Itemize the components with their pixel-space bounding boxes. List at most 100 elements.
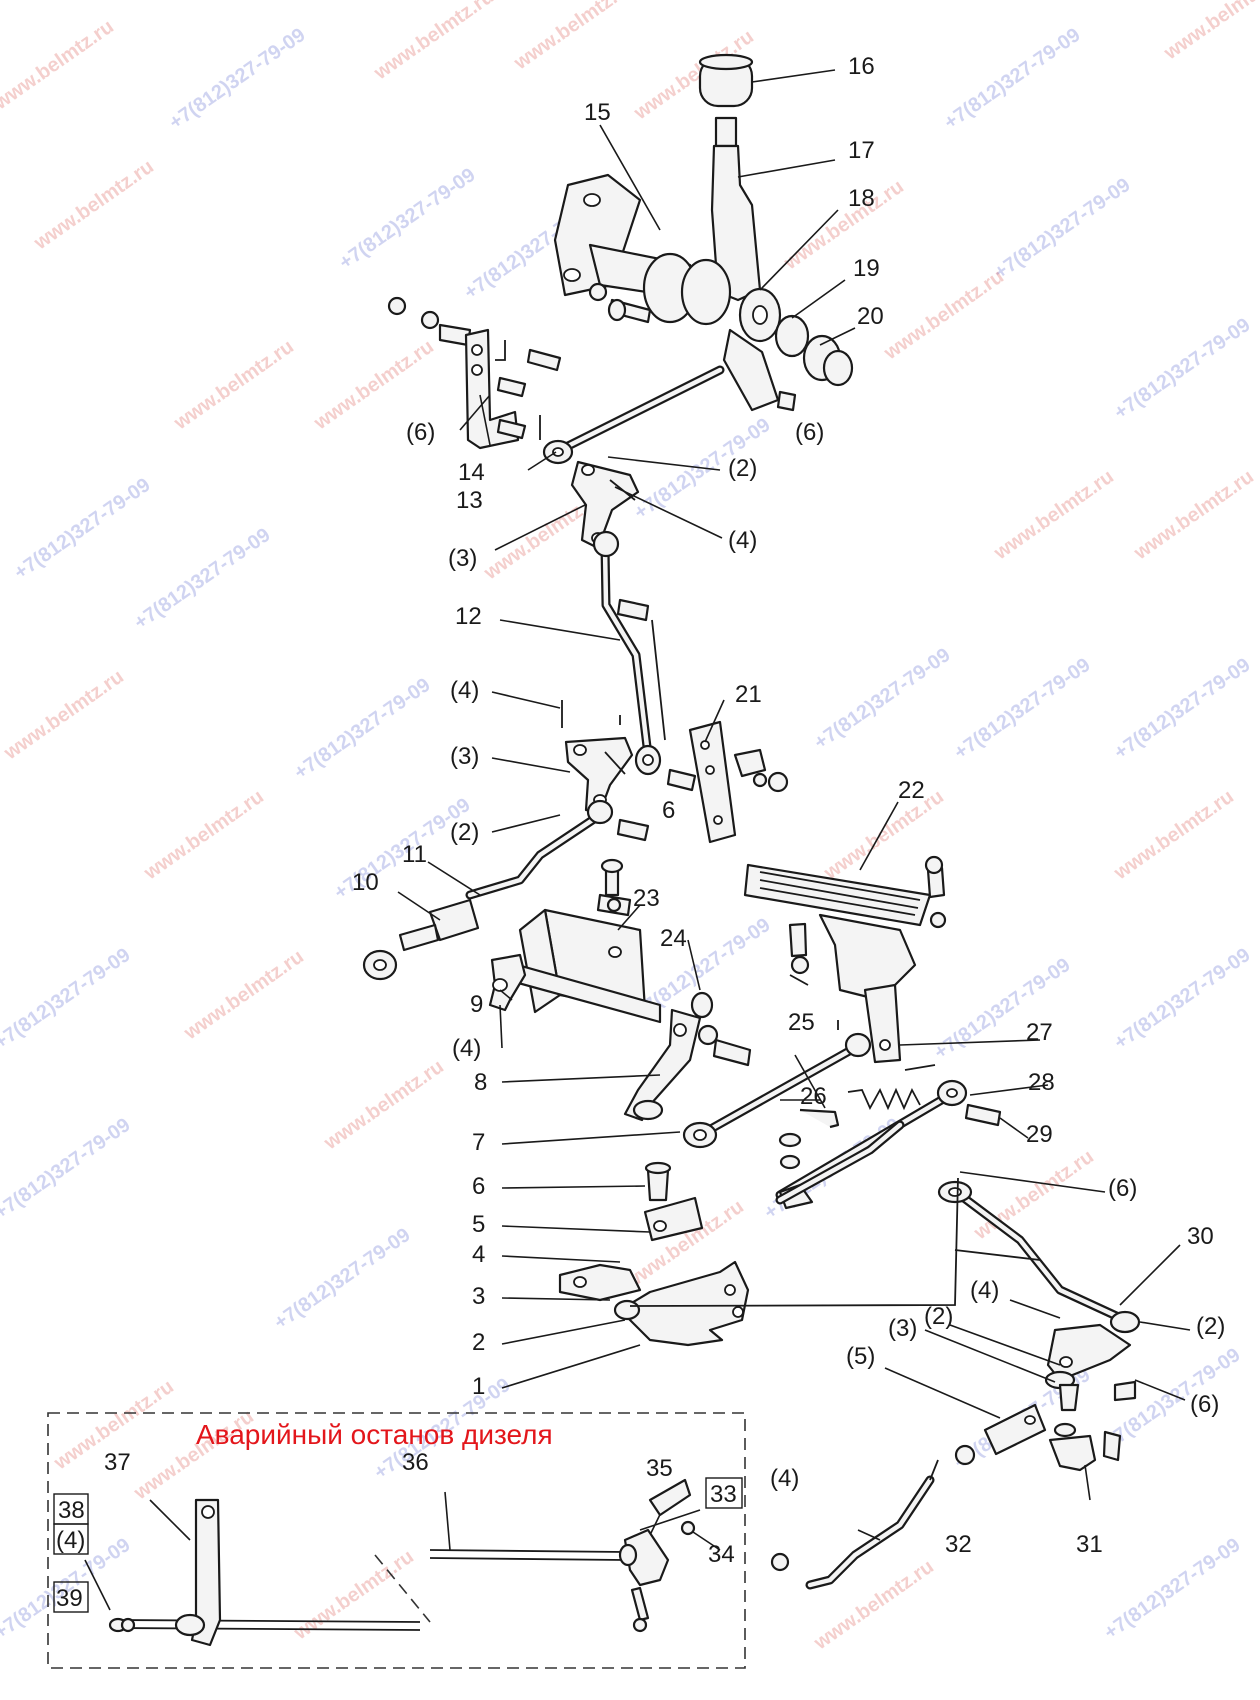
watermark-site: www.belmtz.ru — [0, 666, 128, 765]
callout-label: 35 — [646, 1455, 673, 1482]
shaft-lever — [488, 953, 527, 1012]
callout-label: (2) — [924, 1303, 953, 1330]
callout-label: 9 — [470, 991, 483, 1018]
watermark-site: www.belmtz.ru — [1109, 786, 1237, 885]
watermark-site: www.belmtz.ru — [1129, 466, 1257, 565]
watermark-phone: +7(812)327-79-09 — [940, 24, 1084, 134]
callout-label: 24 — [660, 925, 687, 952]
callout-label: 19 — [853, 255, 880, 282]
watermark-phone: +7(812)327-79-09 — [1110, 944, 1254, 1054]
callout-label: 32 — [945, 1531, 972, 1558]
watermark-phone: +7(812)327-79-09 — [1100, 1534, 1244, 1644]
watermark-phone: +7(812)327-79-09 — [1110, 314, 1254, 424]
lower-link-rod — [465, 799, 614, 900]
callout-label: 18 — [848, 185, 875, 212]
callout-label: (6) — [1190, 1391, 1219, 1418]
callout-label: 8 — [474, 1069, 487, 1096]
watermark-site: www.belmtz.ru — [809, 1556, 937, 1655]
callout-label: 1 — [472, 1373, 485, 1400]
callout-label: 14 — [458, 459, 485, 486]
callout-label: (4) — [56, 1527, 85, 1554]
callout-label: 6 — [472, 1173, 485, 1200]
callout-label: 27 — [1026, 1019, 1053, 1046]
callout-label: (4) — [970, 1277, 999, 1304]
callout-label: 12 — [455, 603, 482, 630]
callout-label: 22 — [898, 777, 925, 804]
callout-label: 28 — [1028, 1069, 1055, 1096]
watermark-phone: +7(812)327-79-09 — [130, 524, 274, 634]
callout-label: 20 — [857, 303, 884, 330]
callout-label: 37 — [104, 1449, 131, 1476]
watermark-phone: +7(812)327-79-09 — [930, 954, 1074, 1064]
callout-label: 23 — [633, 885, 660, 912]
callout-label: 13 — [456, 487, 483, 514]
callout-label: (6) — [406, 419, 435, 446]
callout-label: 11 — [402, 841, 427, 868]
foot-pedal — [743, 855, 947, 1064]
callout-label: 4 — [472, 1241, 485, 1268]
callout-label: 31 — [1076, 1531, 1103, 1558]
callout-label: (3) — [448, 545, 477, 572]
callout-label: 6 — [662, 797, 675, 824]
watermark-site: www.belmtz.ru — [969, 1146, 1097, 1245]
watermark-site: www.belmtz.ru — [989, 466, 1117, 565]
control-knob — [698, 53, 754, 108]
upper-link-rod — [542, 365, 725, 465]
callout-label: 29 — [1026, 1121, 1053, 1148]
watermark-phone: +7(812)327-79-09 — [0, 944, 134, 1054]
callout-label: 36 — [402, 1449, 429, 1476]
callout-label: 17 — [848, 137, 875, 164]
callout-label: 25 — [788, 1009, 815, 1036]
thrust-washer — [690, 991, 752, 1067]
watermark-phone: +7(812)327-79-09 — [290, 674, 434, 784]
rod-clevis — [643, 1196, 704, 1242]
watermark-phone: +7(812)327-79-09 — [10, 474, 154, 584]
lever-mounting-bracket — [553, 173, 732, 326]
callout-label: (4) — [770, 1465, 799, 1492]
callout-label: (4) — [452, 1035, 481, 1062]
watermark-phone: +7(812)327-79-09 — [0, 1114, 134, 1224]
watermark-phone: +7(812)327-79-09 — [165, 24, 309, 134]
bolt-nut-set — [387, 282, 797, 412]
watermark-site: www.belmtz.ru — [319, 1056, 447, 1155]
leader-lines — [84, 69, 1191, 1611]
callout-label: 15 — [584, 99, 611, 126]
clevis-pin — [644, 1161, 672, 1202]
parts-layer — [47, 53, 1191, 1669]
emergency-stop-section — [47, 1412, 746, 1669]
watermark-site: www.belmtz.ru — [29, 156, 157, 255]
callout-label: 30 — [1187, 1223, 1214, 1250]
shaft-support-bracket — [498, 858, 662, 1024]
watermark-phone: +7(812)327-79-09 — [810, 644, 954, 754]
callout-label: 26 — [800, 1083, 827, 1110]
callout-label: 33 — [710, 1481, 737, 1508]
callout-label: (4) — [728, 527, 757, 554]
callout-label: 2 — [472, 1329, 485, 1356]
callout-label: 5 — [472, 1211, 485, 1238]
watermark-phone: +7(812)327-79-09 — [950, 654, 1094, 764]
emergency-section-frame — [47, 1412, 746, 1669]
emergency-stop-title: Аварийный останов дизеля — [196, 1419, 553, 1450]
support-bracket — [464, 328, 527, 450]
watermark-phone: +7(812)327-79-09 — [270, 1224, 414, 1334]
adjusting-rod — [775, 1120, 905, 1205]
callout-labels: 16 15 17 18 19 20 (6) (6) 14 13 (2) (4) … — [56, 53, 1225, 1612]
washer-nut-stack — [738, 287, 854, 387]
lower-clevis — [954, 1403, 1047, 1466]
callout-label: (6) — [1108, 1175, 1137, 1202]
callout-label: (4) — [450, 677, 479, 704]
watermark-site: www.belmtz.ru — [0, 16, 118, 115]
right-link-rod — [775, 1079, 1002, 1210]
lower-threaded-rod — [770, 1459, 939, 1590]
watermark-phone: +7(812)327-79-09 — [335, 164, 479, 274]
pivot-plate — [666, 720, 789, 844]
assembly-lines — [495, 340, 1041, 1307]
callout-label: 10 — [352, 869, 379, 896]
callout-label: (3) — [450, 743, 479, 770]
watermark-site: www.belmtz.ru — [369, 0, 497, 85]
watermark-site: www.belmtz.ru — [779, 176, 907, 275]
pedal-link-rod — [682, 1032, 872, 1149]
callout-label: 16 — [848, 53, 875, 80]
callout-label: 34 — [708, 1541, 735, 1568]
